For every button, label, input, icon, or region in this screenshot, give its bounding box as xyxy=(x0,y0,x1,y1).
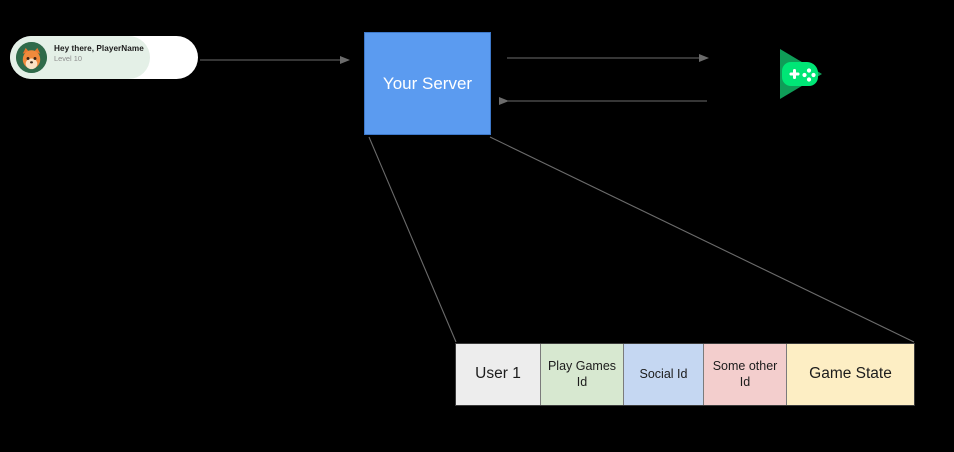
fox-avatar-icon xyxy=(16,42,47,73)
cell-some-other-id: Some other Id xyxy=(704,344,787,405)
your-server-label: Your Server xyxy=(382,73,473,93)
your-server-box[interactable]: Your Server xyxy=(364,32,491,135)
connector-server-to-table-left xyxy=(368,136,457,343)
player-level-text: Level 10 xyxy=(54,54,82,64)
player-greeting-card[interactable]: Hey there, PlayerName Level 10 xyxy=(10,36,198,79)
google-play-games-icon xyxy=(772,45,830,103)
cell-social-id: Social Id xyxy=(624,344,704,405)
player-greeting-text: Hey there, PlayerName xyxy=(54,44,144,53)
cell-user-1: User 1 xyxy=(456,344,541,405)
cell-game-state: Game State xyxy=(787,344,914,405)
user-record-table: User 1 Play Games Id Social Id Some othe… xyxy=(455,343,915,406)
cell-play-games-id: Play Games Id xyxy=(541,344,624,405)
player-card-text: Hey there, PlayerName Level 10 xyxy=(54,44,144,63)
connector-server-to-table-right xyxy=(489,136,915,343)
